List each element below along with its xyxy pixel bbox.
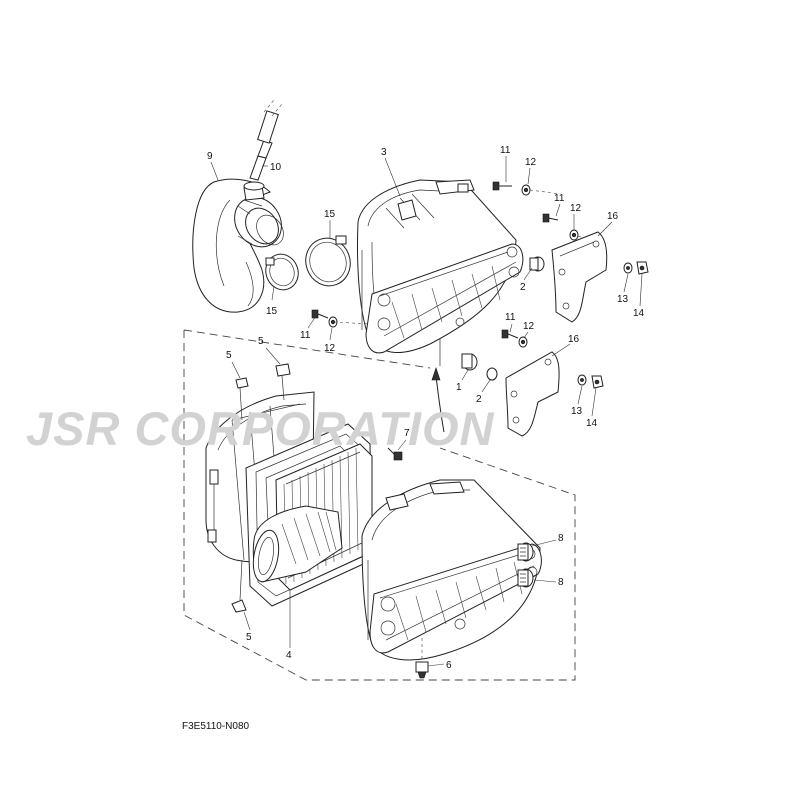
callout-11: 11 [300, 330, 311, 341]
grommet-lower [517, 568, 534, 588]
intake-funnel [252, 505, 343, 583]
callout-5: 5 [258, 336, 264, 347]
screw [387, 447, 403, 461]
callout-8: 8 [558, 577, 564, 588]
drain-valve [415, 638, 429, 679]
callout-5: 5 [226, 350, 232, 361]
callout-3: 3 [381, 147, 387, 158]
callout-15: 15 [266, 306, 278, 317]
callout-11: 11 [554, 193, 565, 204]
bolts-washers-lower [501, 329, 528, 348]
callout-6: 6 [446, 660, 452, 671]
assembly-arrow-head [431, 367, 441, 381]
callout-8: 8 [558, 533, 564, 544]
callout-5: 5 [246, 632, 252, 643]
callout-13: 13 [571, 406, 583, 417]
drawing-number: F3E5110-N080 [182, 721, 250, 732]
rubber-mount-lower [461, 353, 498, 381]
callout-9: 9 [207, 151, 213, 162]
callout-10: 10 [270, 162, 282, 173]
rubber-mount-upper [529, 256, 545, 272]
callout-11: 11 [505, 312, 516, 323]
callout-12: 12 [570, 203, 582, 214]
clip-upper-right [275, 363, 291, 401]
callout-13: 13 [617, 294, 629, 305]
assembly-boundary [183, 329, 576, 681]
callout-11: 11 [500, 145, 511, 156]
callout-14: 14 [586, 418, 598, 429]
callout-2: 2 [520, 282, 526, 293]
callout-16: 16 [607, 211, 619, 222]
watermark: JSR CORPORATION [26, 402, 495, 455]
bracket-upper [551, 231, 608, 323]
callout-labels: 9 10 3 15 15 11 12 11 12 16 2 13 14 11 1… [207, 145, 645, 671]
intake-duct [192, 178, 284, 313]
callout-4: 4 [286, 650, 292, 661]
callout-12: 12 [324, 343, 336, 354]
callout-2: 2 [476, 394, 482, 405]
nut-washer-lower [577, 374, 604, 389]
hose-fitting [249, 99, 283, 181]
callout-16: 16 [568, 334, 580, 345]
nut-washer-upper [623, 261, 649, 275]
callout-14: 14 [633, 308, 645, 319]
callout-1: 1 [456, 382, 462, 393]
lower-case-right [361, 479, 542, 661]
grommet-upper [517, 542, 534, 562]
hose-clamp-lower [265, 253, 299, 291]
clip-lower [231, 559, 247, 613]
upper-air-box [357, 179, 524, 366]
callout-15: 15 [324, 209, 336, 220]
clip-upper-left [235, 377, 249, 421]
hose-clamp-upper [305, 235, 351, 287]
callout-7: 7 [404, 428, 410, 439]
callout-12: 12 [523, 321, 535, 332]
leader-lines [210, 156, 643, 667]
bracket-lower [505, 351, 560, 437]
callout-12: 12 [525, 157, 537, 168]
